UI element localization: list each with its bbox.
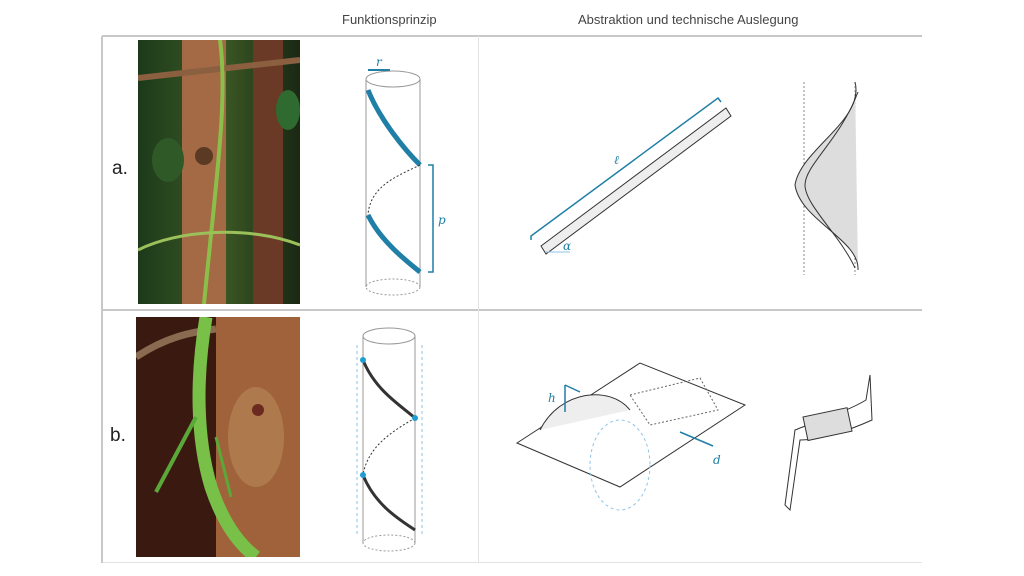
photo-vine-on-trunk [136, 317, 300, 557]
clip-strip-diagram [784, 374, 873, 512]
left-border [101, 36, 103, 563]
symbol-r: r [376, 55, 383, 69]
header-function-principle: Funktionsprinzip [342, 12, 437, 27]
plate-arch-diagram [515, 362, 747, 511]
symbol-l: ℓ [614, 153, 619, 167]
photo-vine-on-branch [138, 40, 300, 304]
header-divider [102, 35, 922, 37]
symbol-h: h [548, 391, 556, 405]
symbol-p: p [438, 213, 446, 227]
symbol-d: d [713, 453, 721, 467]
wound-strip-diagram [794, 81, 859, 275]
helix-cylinder-a [365, 69, 434, 296]
row-label-b: b. [110, 425, 126, 446]
helix-cylinder-b [356, 327, 423, 552]
header-abstraction: Abstraktion und technische Auslegung [578, 12, 799, 27]
row-label-a: a. [112, 158, 128, 179]
bottom-border [102, 562, 922, 563]
column-divider [478, 36, 479, 563]
row-divider [102, 309, 922, 311]
symbol-alpha: α [563, 239, 571, 253]
flat-strip-diagram [530, 96, 732, 255]
